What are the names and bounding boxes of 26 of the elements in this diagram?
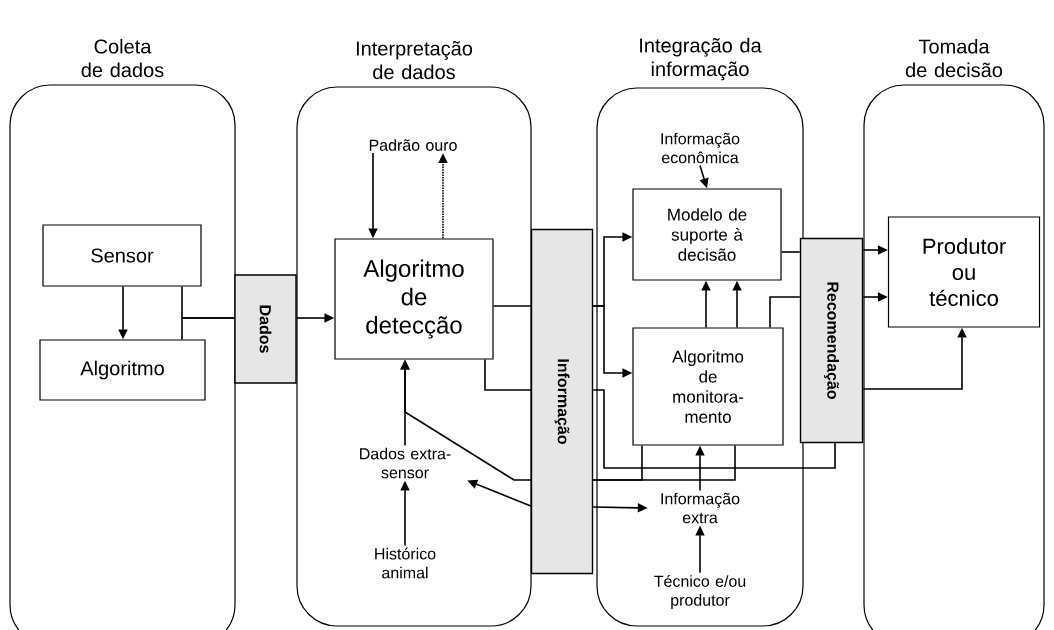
process-box: Sensor: [42, 224, 202, 287]
process-box: Algoritmo de detecção: [334, 238, 494, 360]
column-heading: Tomada de decisão: [905, 38, 1003, 78]
label-bar: Dados: [234, 274, 297, 384]
process-box: Produtor ou técnico: [887, 216, 1041, 328]
process-box: Algoritmo de monitora- mento: [632, 327, 784, 446]
column-heading: Coleta de dados: [81, 38, 164, 78]
connector-line: [181, 317, 236, 341]
text-label: Dados extra- sensor: [360, 447, 451, 479]
process-box: Modelo de suporte à decisão: [632, 188, 782, 281]
text-label: Técnico e/ou produtor: [654, 575, 746, 609]
label-bar: Recomendação: [799, 237, 864, 444]
connector-line: [492, 305, 532, 307]
label-bar: Informação: [530, 228, 594, 575]
connector-line: [484, 358, 532, 391]
connector-line: [769, 296, 801, 329]
connector-line: [592, 444, 736, 481]
connector-line: [780, 251, 801, 253]
text-label: Padrão ouro: [369, 139, 457, 151]
text-label: Informação econômica: [661, 132, 740, 164]
column-heading: Interpretação de dados: [356, 41, 473, 80]
text-label: Histórico animal: [375, 547, 436, 579]
process-box: Algoritmo: [39, 339, 206, 401]
column-heading: Integração da informação: [640, 37, 762, 81]
text-label: Informação extra: [661, 492, 740, 524]
connector-line: [592, 389, 836, 469]
